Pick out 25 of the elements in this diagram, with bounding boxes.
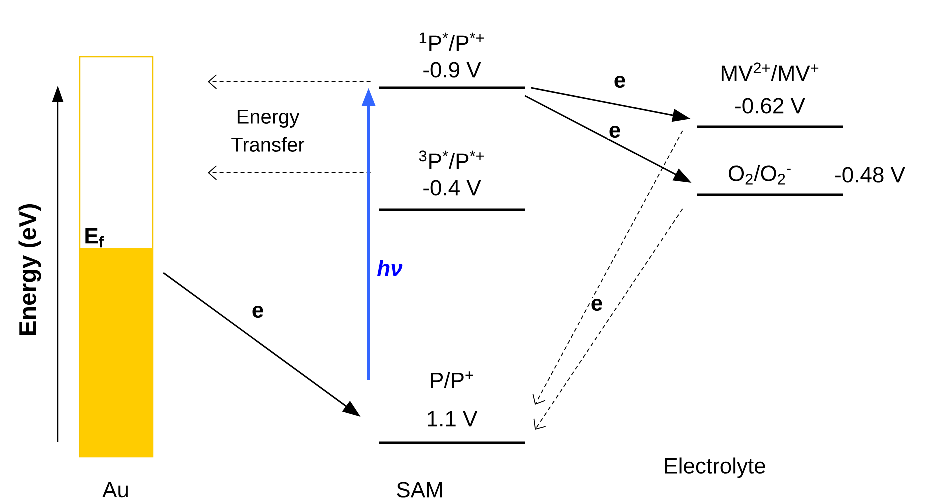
level-label: $^{3}$P$^{*}$/P$^{*+}$ [419, 150, 484, 170]
level-label: O$_{2}$/O$_{2}$- [729, 165, 791, 185]
level-label: -0.9 V [424, 62, 482, 78]
column-label: SAM [397, 482, 442, 498]
edge-label: e [608, 124, 622, 140]
arrow [534, 208, 684, 430]
edge-label: e [250, 304, 266, 320]
band-label: E$_{f}$ [86, 228, 104, 248]
arrow [208, 74, 372, 90]
edge-label: hν [376, 259, 404, 277]
level-label: 1.1 V [428, 411, 478, 427]
arrow [532, 130, 684, 405]
edge-label: e [590, 298, 604, 312]
arrow [208, 166, 372, 180]
axis-label: Energy (eV) [18, 204, 42, 336]
node-label: Au [102, 482, 128, 498]
level-label: -0.4 V [424, 180, 482, 196]
level-label: P/P$^{+}$ [431, 372, 474, 388]
level-label: MV$^{2+}$/MV$^{+}$ [722, 62, 819, 82]
edge-label: e [612, 74, 628, 90]
text-label: Energy Transfer [232, 110, 305, 152]
level-label: $^{1}$P$^{*}$/P$^{*+}$ [420, 32, 484, 52]
column-label: Electrolyte [665, 458, 766, 478]
level-label: -0.62 V [736, 98, 806, 114]
level-label: -0.48 V [836, 167, 906, 183]
